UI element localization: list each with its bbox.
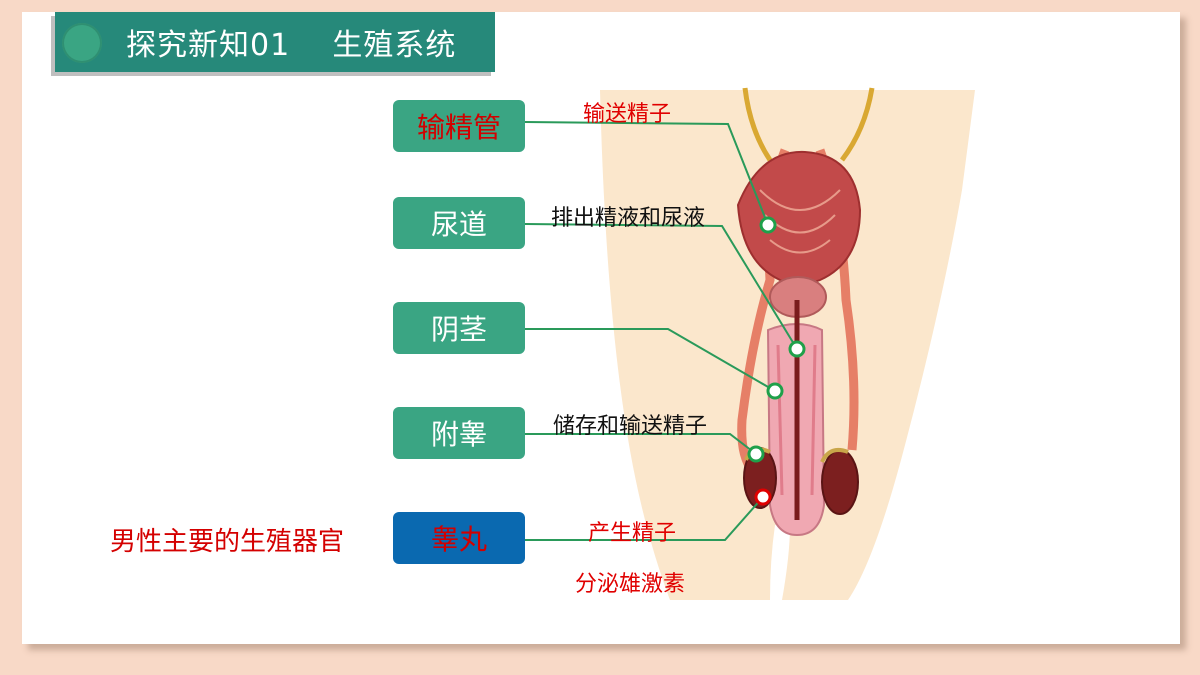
label-epididymis-text: 附睾 (430, 418, 487, 451)
marker-vas-deferens (759, 216, 777, 234)
title-bullet-icon (62, 23, 102, 63)
label-urethra-text: 尿道 (430, 208, 487, 241)
label-penis: 阴茎 (393, 302, 525, 354)
function-urethra: 排出精液和尿液 (551, 206, 706, 231)
marker-testis (754, 488, 772, 506)
label-penis-text: 阴茎 (430, 313, 487, 346)
label-testis-text: 睾丸 (430, 523, 487, 556)
function-testis-hormone: 分泌雄激素 (575, 572, 686, 597)
page-title: 探究新知01 生殖系统 (126, 28, 457, 63)
label-vas-deferens-text: 输精管 (416, 111, 501, 144)
label-vas-deferens: 输精管 (393, 100, 525, 152)
marker-urethra (788, 340, 806, 358)
marker-penis (766, 382, 784, 400)
label-urethra: 尿道 (393, 197, 525, 249)
function-vas-deferens: 输送精子 (583, 102, 672, 127)
function-epididymis: 储存和输送精子 (553, 414, 708, 439)
title-bar (55, 12, 495, 72)
bladder (736, 150, 862, 285)
primary-organ-note: 男性主要的生殖器官 (110, 527, 345, 557)
marker-epididymis (747, 445, 765, 463)
label-testis: 睾丸 (393, 512, 525, 564)
label-epididymis: 附睾 (393, 407, 525, 459)
function-testis-sperm: 产生精子 (588, 521, 677, 546)
